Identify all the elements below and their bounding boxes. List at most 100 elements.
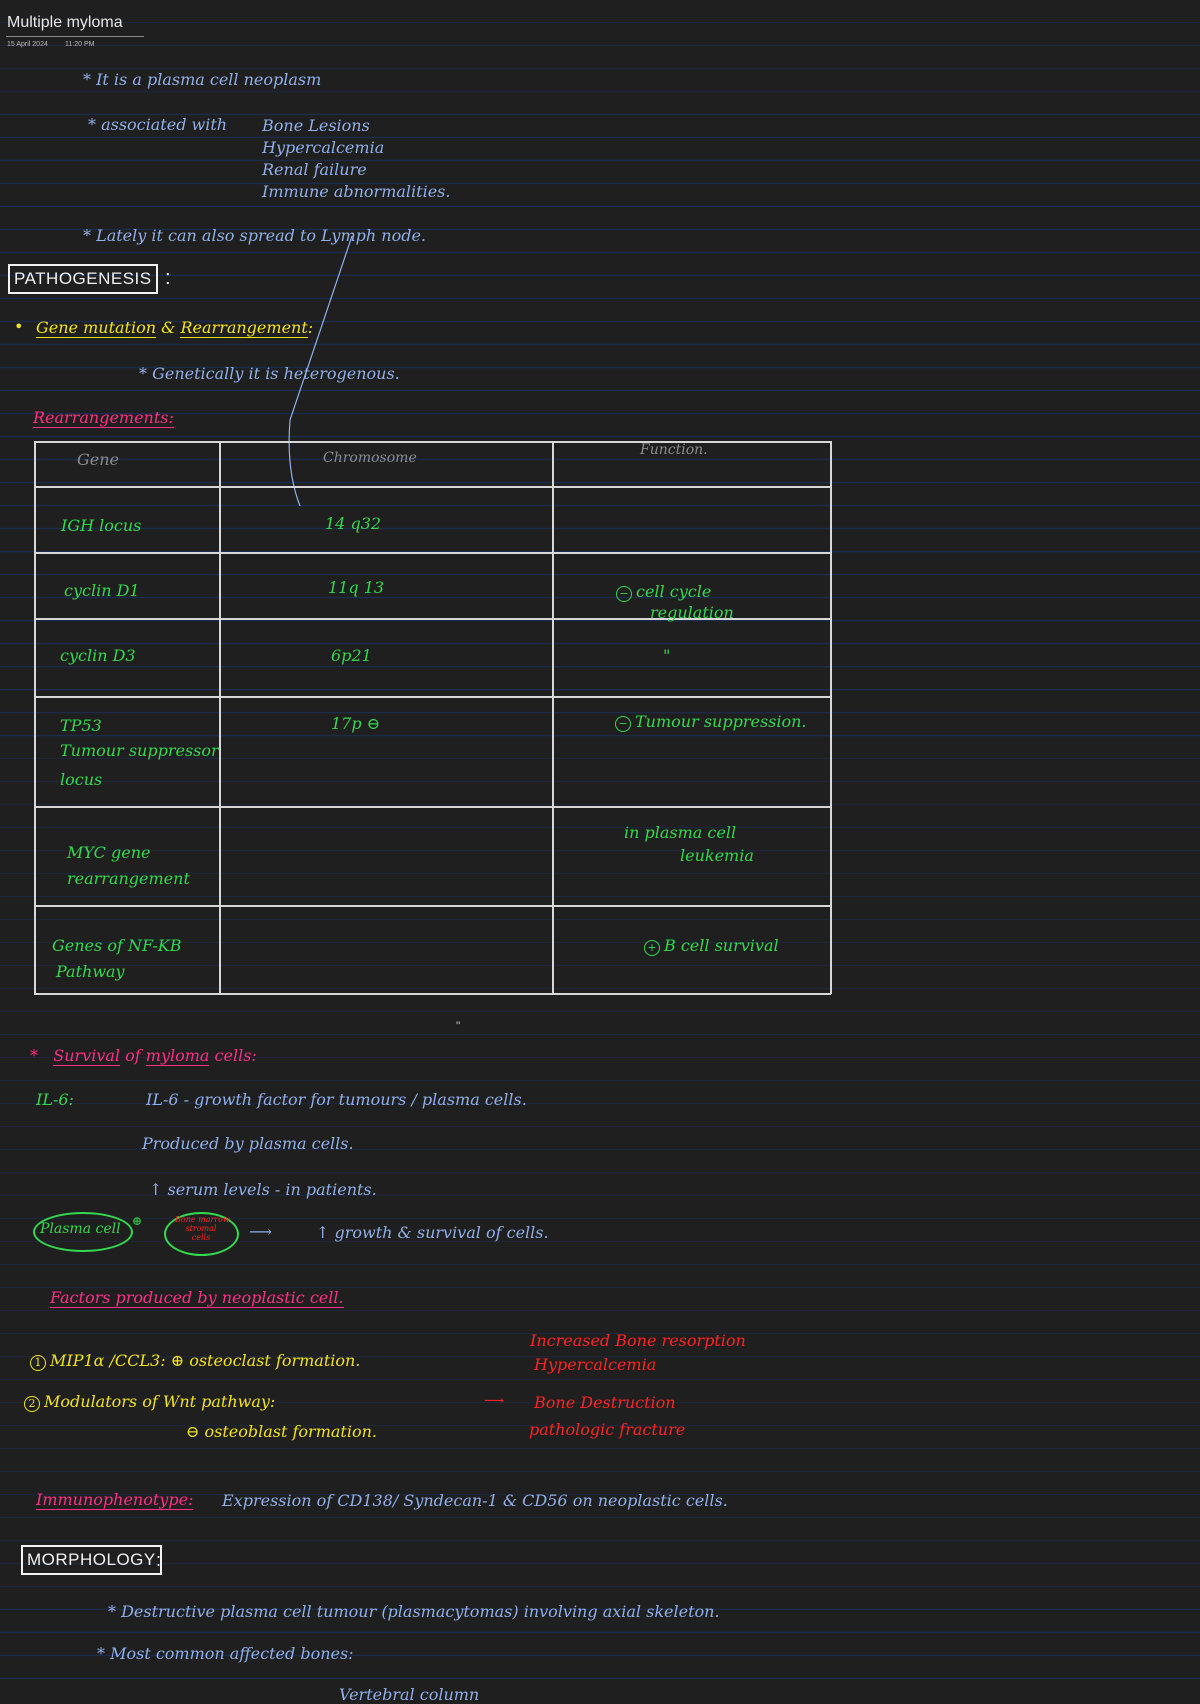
morphology-heading: MORPHOLOGY (21, 1545, 162, 1575)
table-border-bottom (34, 993, 831, 995)
survival-cells: cells: (214, 1046, 257, 1065)
table-cell-function: " (663, 646, 671, 665)
pathogenesis-heading: PATHOGENESIS (8, 264, 158, 294)
il6-line-2: Produced by plasma cells. (142, 1134, 354, 1153)
bone-marrow-line-3: cells (191, 1233, 211, 1242)
gene-mutation-bullet: • (14, 317, 24, 336)
table-cell-chromosome: 6p21 (331, 646, 372, 665)
table-cell-function: in plasma cell (624, 823, 737, 842)
growth-survival-text: ↑ growth & survival of cells. (316, 1223, 549, 1242)
survival-myloma: myloma (145, 1046, 210, 1066)
morphology-colon: : (156, 1550, 162, 1570)
table-cell-gene: IGH locus (61, 516, 142, 535)
factor-item-2-text: Modulators of Wnt pathway: (44, 1392, 276, 1411)
gene-mutation-heading: Gene mutation & Rearrangement: (36, 318, 314, 338)
assoc-item-4: Immune abnormalities. (262, 182, 451, 201)
table-header-gene: Gene (77, 450, 120, 469)
table-rule-5 (34, 806, 831, 808)
arrow-right-icon: ⟶ (484, 1393, 505, 1409)
factor-item-2-detail: ⊖ osteoblast formation. (186, 1422, 377, 1441)
number-1-icon: 1 (30, 1355, 46, 1371)
bone-marrow-line-1: Bone marrow (175, 1215, 230, 1224)
table-col-divider-2 (552, 441, 554, 994)
minus-circle-icon: − (616, 586, 632, 602)
pathogenesis-colon: : (165, 267, 171, 289)
and-text: & (161, 318, 176, 337)
table-cell-gene: TP53 (60, 716, 102, 735)
plasma-cell-label: Plasma cell (40, 1221, 121, 1237)
title-underline (6, 36, 144, 37)
table-cell-gene-cont: Tumour suppressor (60, 741, 219, 760)
gene-mutation-text: Gene mutation (36, 318, 157, 338)
table-rule-2 (34, 552, 831, 554)
survival-heading: * Survival of myloma cells: (30, 1046, 257, 1066)
il6-line-1: IL-6 - growth factor for tumours / plasm… (146, 1090, 527, 1109)
table-cell-gene: MYC gene (67, 843, 151, 862)
note-time: 11:20 PM (65, 41, 95, 48)
number-2-icon: 2 (24, 1396, 40, 1412)
table-header-function: Function. (640, 442, 708, 458)
table-cell-gene: cyclin D3 (60, 646, 136, 665)
table-border-right (830, 441, 832, 994)
effect-4: pathologic fracture (529, 1420, 686, 1439)
table-col-divider-1 (219, 441, 221, 994)
assoc-item-3: Renal failure (262, 160, 367, 179)
table-cell-chromosome: 14 q32 (325, 514, 382, 533)
table-rule-6 (34, 905, 831, 907)
table-cell-gene: Genes of NF-KB (52, 936, 182, 955)
bone-marrow-line-2: stromal (185, 1224, 217, 1233)
genetics-line: * Genetically it is heterogenous. (139, 364, 400, 383)
morphology-line-3: Vertebral column (339, 1685, 480, 1704)
factor-item-1-text: MIP1α /CCL3: ⊕ osteoclast formation. (50, 1351, 361, 1370)
rearrangements-label: Rearrangements: (33, 408, 174, 428)
table-cell-chromosome: 17p ⊖ (331, 714, 381, 733)
function-text: Tumour suppression. (635, 712, 807, 731)
function-text: B cell survival (664, 936, 779, 955)
table-cell-function-cont: regulation (650, 603, 734, 622)
il6-line-3: ↑ serum levels - in patients. (149, 1180, 377, 1199)
survival-word: Survival (53, 1046, 121, 1066)
effect-3: Bone Destruction (534, 1393, 676, 1412)
immunophenotype-label: Immunophenotype: (36, 1490, 194, 1510)
table-rule-3 (34, 618, 831, 620)
page-title: Multiple myloma (7, 14, 123, 31)
table-border-top (34, 441, 831, 443)
table-rule-1 (34, 486, 831, 488)
plasma-cell-oval (33, 1212, 133, 1252)
table-header-chromosome: Chromosome (323, 450, 417, 466)
rearrangement-text: Rearrangement (180, 318, 308, 338)
minus-circle-icon: − (615, 716, 631, 732)
plus-circle-icon: + (644, 940, 660, 956)
immunophenotype-text: Expression of CD138/ Syndecan-1 & CD56 o… (222, 1491, 728, 1510)
factors-heading: Factors produced by neoplastic cell. (50, 1288, 344, 1308)
assoc-item-2: Hypercalcemia (262, 138, 385, 157)
table-cell-gene-cont: locus (60, 770, 103, 789)
bone-marrow-oval (164, 1212, 239, 1256)
table-border-left (34, 441, 36, 994)
table-cell-chromosome: 11q 13 (328, 578, 385, 597)
table-cell-function-cont: leukemia (680, 846, 754, 865)
gene-mutation-colon: : (307, 318, 314, 337)
table-cell-function: +B cell survival (644, 936, 779, 956)
table-cell-function: −Tumour suppression. (615, 712, 807, 732)
note-date: 15 April 2024 (7, 41, 48, 48)
effect-2: Hypercalcemia (534, 1355, 657, 1374)
bone-marrow-label: Bone marrow stromal cells (175, 1215, 230, 1242)
table-cell-gene-cont: Pathway (56, 962, 125, 981)
table-cell-gene-cont: rearrangement (67, 869, 190, 888)
arrow-right-icon: ⟶ (249, 1222, 272, 1241)
section-separator: " (456, 1019, 461, 1033)
effect-1: Increased Bone resorption (530, 1331, 746, 1350)
intro-line-3: * Lately it can also spread to Lymph nod… (83, 226, 427, 245)
survival-of: of (125, 1046, 141, 1065)
assoc-item-1: Bone Lesions (262, 116, 370, 135)
function-text: cell cycle (636, 582, 712, 601)
il6-label: IL-6: (36, 1090, 74, 1109)
morphology-line-1: * Destructive plasma cell tumour (plasma… (108, 1602, 720, 1621)
table-cell-function: −cell cycle (616, 582, 711, 602)
morphology-line-2: * Most common affected bones: (97, 1644, 354, 1663)
intro-line-1: * It is a plasma cell neoplasm (83, 70, 322, 89)
